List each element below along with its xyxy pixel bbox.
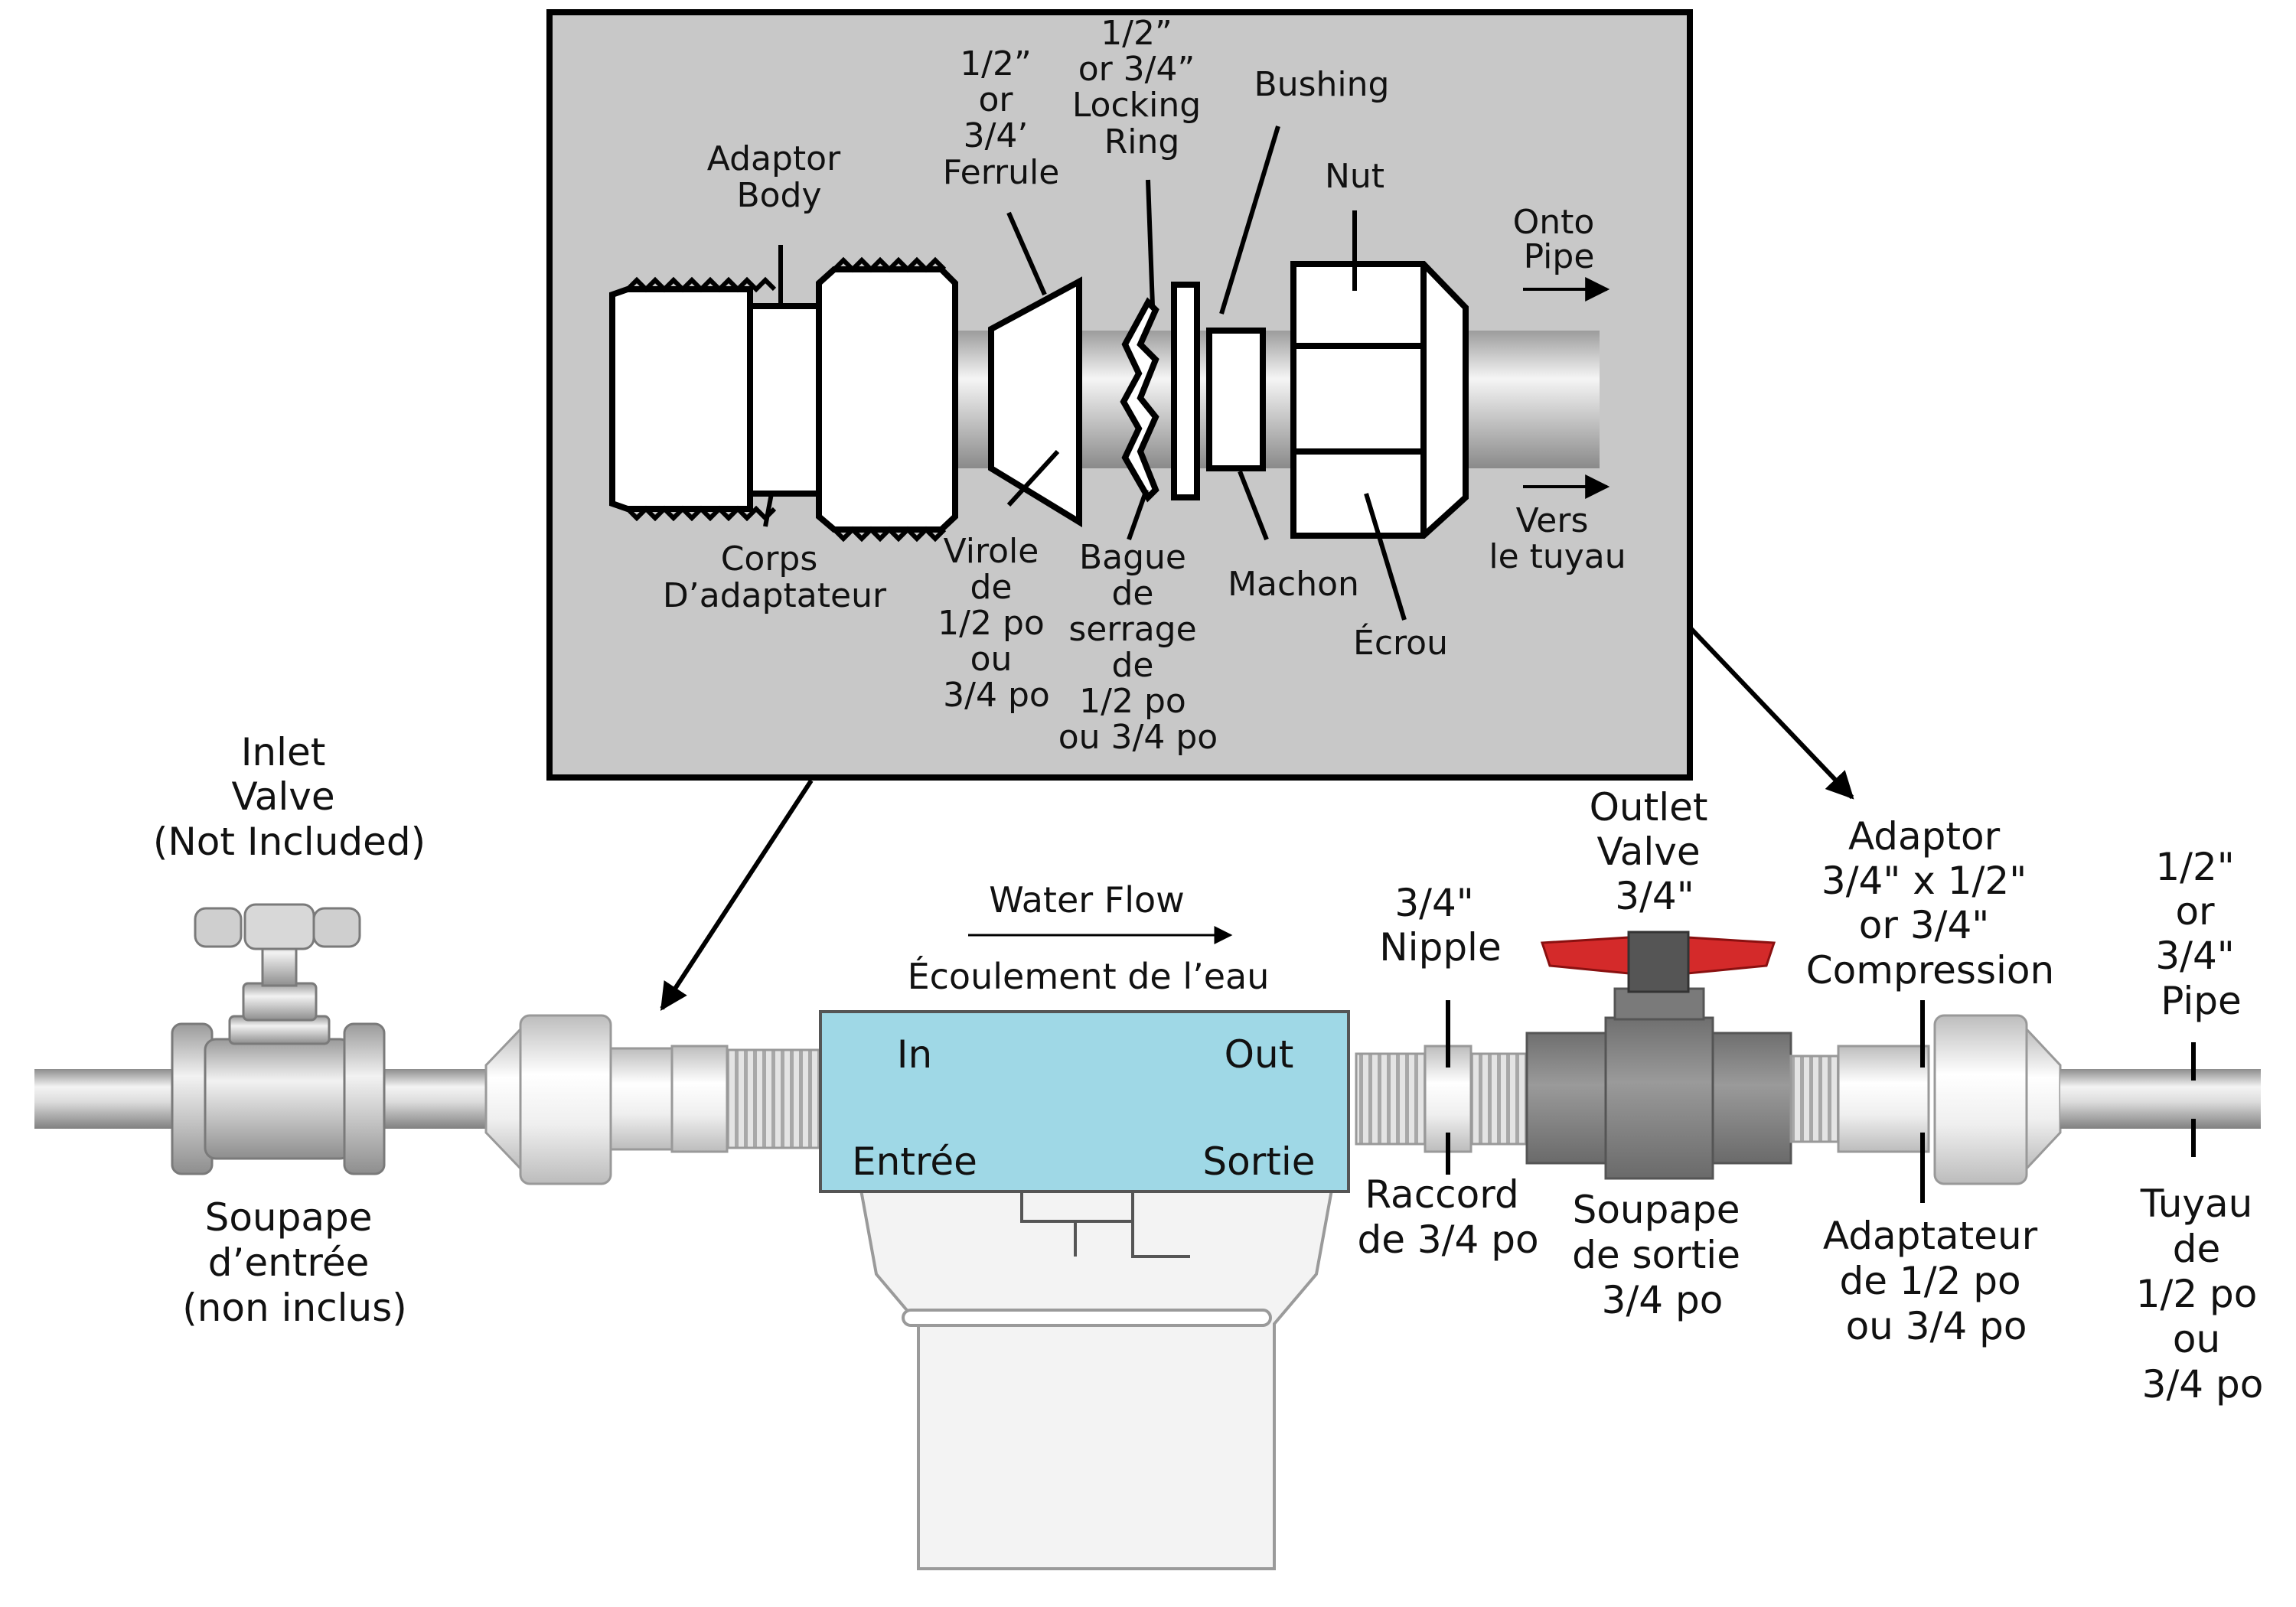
vers-tuyau-label: Vers le tuyau: [1489, 501, 1626, 576]
soupape-entree-label: Soupape d’entrée (non inclus): [182, 1195, 407, 1330]
pipe-label: 1/2" or 3/4" Pipe: [2155, 845, 2246, 1023]
nipple-label: 3/4" Nipple: [1379, 881, 1501, 970]
adaptor-body-label: Adaptor Body: [707, 139, 851, 215]
ferrule-label: 1/2” or 3/4’ Ferrule: [943, 44, 1060, 192]
locking-ring-label: 1/2” or 3/4” Locking Ring: [1072, 14, 1212, 161]
machon-label: Machon: [1228, 565, 1359, 604]
adaptateur-label: Adaptateur de 1/2 po ou 3/4 po: [1823, 1214, 2050, 1348]
inlet-valve: [171, 903, 386, 1175]
filter-sortie-label: Sortie: [1202, 1139, 1315, 1184]
nut-label: Nut: [1325, 157, 1384, 196]
valve-handle-left: [1540, 936, 1630, 975]
callout-arrow-outlet-fitting: [1689, 627, 1854, 800]
filter-out-label: Out: [1225, 1032, 1294, 1077]
bushing-label: Bushing: [1254, 65, 1390, 104]
filter-housing: [859, 1188, 1334, 1570]
ferrule-part: [988, 276, 1082, 528]
nipple-fitting: [1355, 1045, 1535, 1153]
outlet-valve-label: Outlet Valve 3/4": [1590, 785, 1720, 918]
tuyau-label: Tuyau de 1/2 po ou 3/4 po: [2136, 1182, 2270, 1407]
outlet-compression-fitting: [1789, 1014, 2062, 1185]
valve-handle-right: [1686, 936, 1776, 975]
callout-arrow-inlet-fitting: [660, 779, 814, 1012]
inlet-compression-fitting: [484, 1014, 822, 1185]
outlet-valve: [1525, 931, 1792, 1180]
virole-label: Virole de 1/2 po ou 3/4 po: [938, 532, 1055, 715]
ecoulement-label: Écoulement de l’eau: [908, 956, 1270, 997]
exploded-view-inset: Adaptor Body 1/2” or 3/4’ Ferrule 1/2” o…: [546, 9, 1693, 781]
soupape-sortie-label: Soupape de sortie 3/4 po: [1572, 1188, 1753, 1322]
inset-leader-lines: [763, 125, 1407, 621]
water-flow-label: Water Flow: [989, 879, 1185, 921]
corps-adaptateur-label: Corps D’adaptateur: [663, 539, 887, 615]
filter-in-label: In: [897, 1032, 932, 1077]
outlet-pipe: [2060, 1069, 2261, 1129]
adaptor-label: Adaptor 3/4" x 1/2" or 3/4" Compression: [1806, 814, 2054, 993]
locking-ring-part: [1120, 297, 1159, 503]
raccord-label: Raccord de 3/4 po: [1357, 1172, 1538, 1262]
inlet-valve-label: Inlet Valve (Not Included): [153, 730, 426, 864]
filter-head: [819, 1010, 1350, 1193]
bushing-part: [1171, 282, 1266, 500]
nut-part: [1290, 261, 1469, 539]
ecrou-label: Écrou: [1353, 622, 1448, 663]
onto-pipe-label: Onto Pipe: [1513, 203, 1606, 276]
adaptor-body-part: [609, 256, 958, 543]
bague-label: Bague de serrage de 1/2 po ou 3/4 po: [1058, 538, 1218, 757]
filter-entree-label: Entrée: [852, 1139, 977, 1184]
